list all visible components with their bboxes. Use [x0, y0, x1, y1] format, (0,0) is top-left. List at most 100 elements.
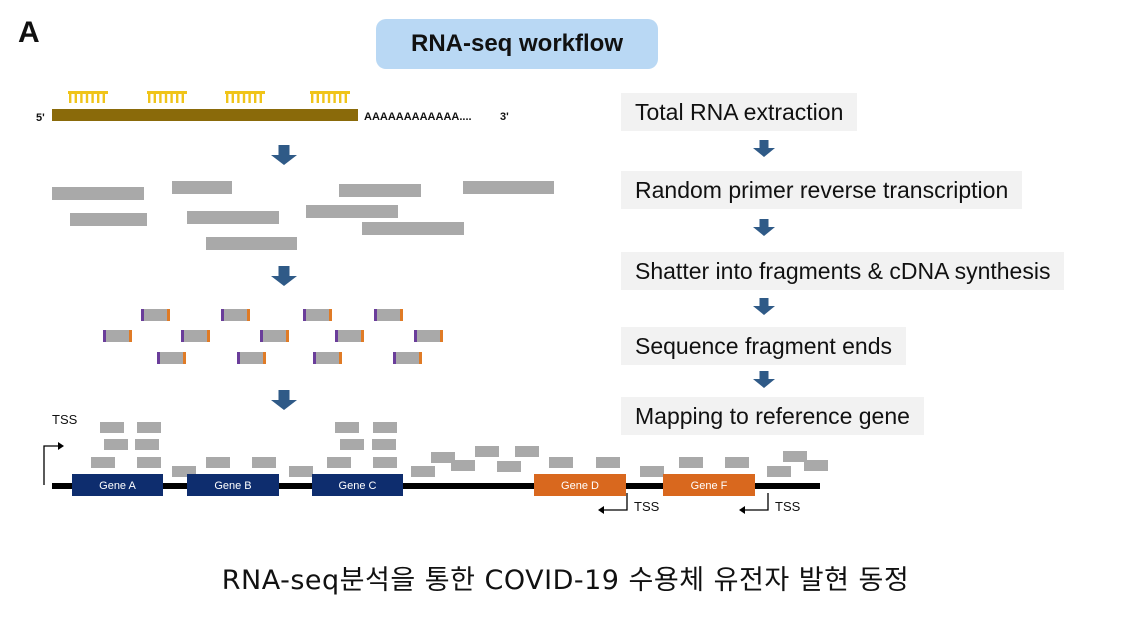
gene-label: Gene B	[214, 480, 251, 492]
adapter-left	[103, 330, 106, 342]
caption: RNA-seq분석을 통한 COVID-19 수용체 유전자 발현 동정	[221, 565, 910, 596]
adapter-left	[414, 330, 417, 342]
primer-tooth	[311, 94, 314, 103]
step-mapping-reference-gene: Mapping to reference gene	[621, 397, 924, 435]
cdna-fragment	[263, 330, 286, 342]
adapter-right	[286, 330, 289, 342]
cdna-fragment	[377, 309, 400, 321]
mapped-read	[640, 466, 664, 477]
adapter-left	[157, 352, 160, 364]
mapped-read	[100, 422, 124, 433]
gene-label: Gene D	[561, 480, 599, 492]
primer-bar	[310, 91, 350, 94]
five-prime-label: 5'	[36, 112, 45, 124]
tss-arrow-gene-f	[745, 493, 769, 511]
primer-tooth	[148, 94, 151, 103]
cdna-fragment	[160, 352, 183, 364]
primer-tooth	[339, 94, 342, 103]
gene-label: Gene C	[339, 480, 377, 492]
rna-fragment	[206, 237, 297, 250]
mrna-strand	[52, 109, 358, 121]
adapter-right	[361, 330, 364, 342]
primer-tooth	[242, 94, 246, 103]
adapter-left	[303, 309, 306, 321]
primer-tooth	[74, 94, 77, 103]
gene-box	[72, 474, 163, 496]
step-arrow	[753, 219, 775, 236]
step-arrow-group	[753, 140, 775, 388]
primer-tooth	[344, 94, 347, 103]
rna-fragment	[52, 187, 144, 200]
primer-bar	[68, 91, 108, 94]
mapped-read	[725, 457, 749, 468]
mapped-read	[497, 461, 521, 472]
mapped-read	[372, 439, 396, 450]
primer-tooth	[316, 94, 319, 103]
mapped-read	[373, 422, 397, 433]
mapped-read-group	[91, 422, 828, 477]
rna-fragment	[187, 211, 279, 224]
tss-arrowhead-gene-d	[598, 506, 604, 514]
mapped-read	[289, 466, 313, 477]
cdna-fragment	[316, 352, 339, 364]
mapped-read	[135, 439, 159, 450]
adapter-left	[237, 352, 240, 364]
primer-tooth	[259, 94, 262, 103]
mapped-read	[767, 466, 791, 477]
primer-tooth	[85, 94, 89, 103]
three-prime-label: 3'	[500, 111, 509, 123]
mapped-read	[411, 466, 435, 477]
rna-fragment	[362, 222, 464, 235]
mapped-read	[340, 439, 364, 450]
rna-fragment-group	[52, 181, 554, 250]
step-arrow	[753, 140, 775, 157]
rna-fragment	[70, 213, 147, 226]
primer-tooth	[333, 94, 336, 103]
primer-tooth	[164, 94, 168, 103]
primer-tooth	[226, 94, 229, 103]
primer-tooth	[248, 94, 251, 103]
gene-box	[312, 474, 403, 496]
gene-box	[663, 474, 755, 496]
adapter-right	[167, 309, 170, 321]
step-sequence-fragment-ends: Sequence fragment ends	[621, 327, 907, 365]
primer-tooth	[159, 94, 162, 103]
gene-box	[534, 474, 626, 496]
adapter-right	[419, 352, 422, 364]
mapped-read	[206, 457, 230, 468]
tss-label-gene-d: TSS	[634, 499, 660, 514]
step-arrow	[753, 371, 775, 388]
mapped-read	[679, 457, 703, 468]
rna-fragment	[463, 181, 554, 194]
adapter-right	[339, 352, 342, 364]
gene-label: Gene F	[691, 480, 728, 492]
process-arrow	[271, 145, 297, 165]
cdna-fragment	[396, 352, 419, 364]
primer-tooth	[153, 94, 156, 103]
cdna-fragment	[144, 309, 167, 321]
cdna-fragment	[338, 330, 361, 342]
tss-arrowhead-gene-f	[739, 506, 745, 514]
mapped-read	[252, 457, 276, 468]
cdna-fragment	[224, 309, 247, 321]
genome-line	[52, 483, 820, 489]
cdna-fragment	[184, 330, 207, 342]
step-random-primer-rt: Random primer reverse transcription	[621, 171, 1023, 209]
adapter-left	[313, 352, 316, 364]
process-arrow	[271, 266, 297, 286]
mapped-read	[327, 457, 351, 468]
cdna-fragment-group	[103, 309, 443, 364]
tss-label-left: TSS	[52, 412, 78, 427]
mapped-read	[783, 451, 807, 462]
cdna-fragment	[306, 309, 329, 321]
tss-arrow-left	[43, 445, 58, 485]
cdna-fragment	[240, 352, 263, 364]
cdna-fragment	[106, 330, 129, 342]
mapped-read	[431, 452, 455, 463]
mapped-read	[451, 460, 475, 471]
primer-tooth	[176, 94, 179, 103]
mapped-read	[475, 446, 499, 457]
rna-fragment	[339, 184, 421, 197]
